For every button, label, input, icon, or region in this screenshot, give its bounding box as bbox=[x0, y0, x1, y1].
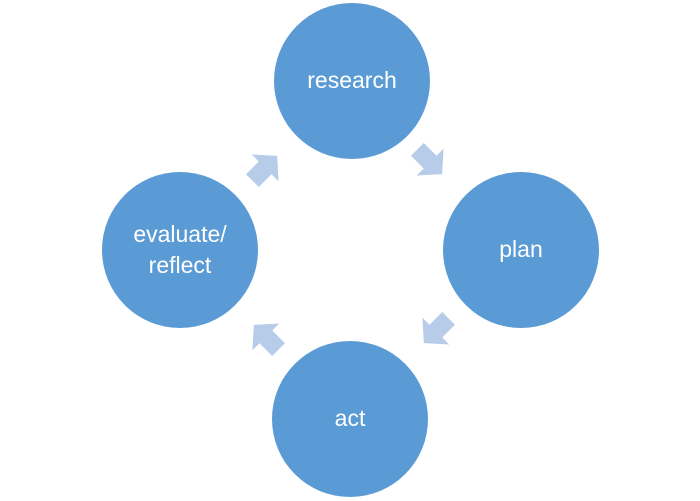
step-label: act bbox=[334, 405, 366, 432]
step-evaluate-reflect: evaluate/ reflect bbox=[102, 172, 258, 328]
arrow-act-to-evaluate bbox=[252, 323, 285, 356]
arrow-evaluate-to-research bbox=[246, 154, 279, 187]
arrow-research-to-plan bbox=[411, 143, 444, 176]
step-plan: plan bbox=[443, 172, 599, 328]
step-label: research bbox=[307, 67, 397, 94]
arrow-plan-to-act bbox=[422, 312, 455, 345]
step-act: act bbox=[272, 341, 428, 497]
step-label: evaluate/ reflect bbox=[133, 220, 227, 278]
step-label: plan bbox=[499, 236, 543, 263]
step-research: research bbox=[274, 3, 430, 159]
